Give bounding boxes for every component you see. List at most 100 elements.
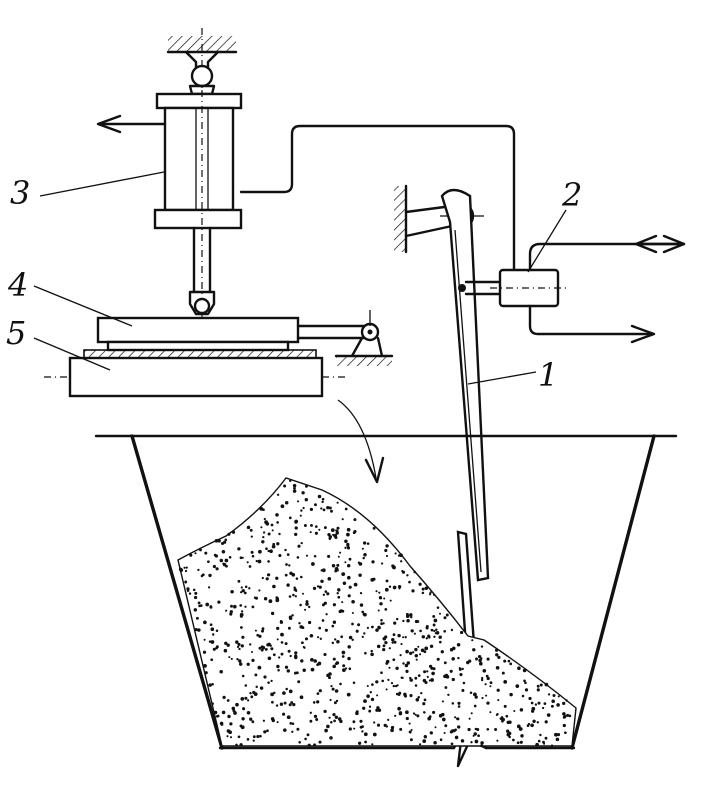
material-grain xyxy=(329,698,332,702)
material-grain xyxy=(254,673,258,677)
material-grain xyxy=(215,715,219,718)
material-grain xyxy=(503,659,507,663)
material-grain xyxy=(397,585,402,589)
material-grain xyxy=(260,648,264,652)
material-grain xyxy=(427,634,431,638)
material-grain xyxy=(392,633,396,637)
material-grain xyxy=(466,660,470,665)
material-grain xyxy=(344,561,347,564)
material-grain xyxy=(246,738,250,741)
material-grain xyxy=(390,681,394,685)
material-grain xyxy=(351,622,354,626)
material-grain xyxy=(486,701,490,705)
material-grain xyxy=(562,701,566,706)
material-grain xyxy=(322,508,326,512)
material-grain xyxy=(294,532,298,537)
material-grain xyxy=(536,721,540,724)
material-grain xyxy=(326,506,330,510)
material-grain xyxy=(239,614,243,618)
material-grain xyxy=(294,526,298,530)
material-grain xyxy=(212,564,216,569)
material-grain xyxy=(276,493,280,496)
material-grain xyxy=(238,659,242,663)
top-ball-joint xyxy=(184,50,220,96)
material-grain xyxy=(249,717,253,721)
material-grain xyxy=(267,549,270,553)
material-grain xyxy=(260,526,263,529)
callout-4: 4 xyxy=(7,266,133,327)
material-grain xyxy=(183,566,186,569)
material-grain xyxy=(373,721,376,724)
material-grain xyxy=(276,721,279,724)
material-grain xyxy=(334,689,339,693)
material-grain xyxy=(435,628,438,632)
material-grain xyxy=(178,567,183,571)
material-grain xyxy=(428,664,433,669)
material-grain xyxy=(255,685,258,689)
material-grain xyxy=(306,733,310,737)
material-grain xyxy=(286,583,290,587)
material-grain xyxy=(418,582,422,586)
material-grain xyxy=(290,701,294,704)
material-grain xyxy=(481,676,484,680)
hopper xyxy=(94,434,678,768)
material-grain xyxy=(226,729,231,733)
material-grain xyxy=(214,538,219,543)
material-grain xyxy=(485,674,489,678)
material-grain xyxy=(266,643,270,647)
material-grain xyxy=(438,713,443,718)
material-grain xyxy=(301,626,305,630)
material-grain xyxy=(344,507,348,511)
material-grain xyxy=(211,633,215,636)
material-grain xyxy=(251,720,255,724)
material-grain xyxy=(202,650,207,654)
material-grain xyxy=(454,735,459,740)
material-grain xyxy=(364,651,367,655)
material-grain xyxy=(359,603,364,607)
material-grain xyxy=(265,547,268,551)
material-grain xyxy=(263,675,267,679)
air-line-to-valve xyxy=(239,124,516,272)
material-grain xyxy=(496,688,500,692)
material-grain xyxy=(543,702,547,705)
material-grain xyxy=(358,573,362,577)
material-grain xyxy=(371,683,374,686)
label-4: 4 xyxy=(7,266,28,304)
material-grain xyxy=(194,628,198,632)
material-grain xyxy=(489,685,492,688)
material-grain xyxy=(308,605,311,609)
material-grain xyxy=(551,699,555,704)
material-grain xyxy=(337,717,342,721)
material-grain xyxy=(284,573,288,577)
material-grain xyxy=(408,730,412,734)
material-grain xyxy=(409,678,413,682)
material-grain xyxy=(294,520,298,524)
material-grain xyxy=(497,655,501,660)
material-grain xyxy=(409,651,413,655)
material-grain xyxy=(321,568,326,573)
material-grain xyxy=(382,622,385,625)
material-grain xyxy=(278,532,281,536)
material-grain xyxy=(209,623,213,627)
material-grain xyxy=(317,494,322,499)
material-grain xyxy=(348,727,352,731)
material-grain xyxy=(235,702,239,707)
material-grain xyxy=(361,610,365,614)
material-grain xyxy=(495,653,499,657)
material-grain xyxy=(208,683,212,687)
material-grain xyxy=(433,618,438,623)
material-grain xyxy=(366,626,370,630)
material-grain xyxy=(244,585,248,588)
material-grain xyxy=(220,722,224,726)
material-grain xyxy=(267,681,270,684)
material-grain xyxy=(251,651,253,653)
material-grain xyxy=(240,725,245,730)
material-grain xyxy=(336,563,340,567)
material-grain xyxy=(237,547,241,551)
material-grain xyxy=(438,640,442,644)
material-grain xyxy=(275,576,279,580)
material-grain xyxy=(246,711,251,715)
material-grain xyxy=(276,664,280,669)
material-grain xyxy=(423,698,427,702)
material-grain xyxy=(556,733,561,737)
